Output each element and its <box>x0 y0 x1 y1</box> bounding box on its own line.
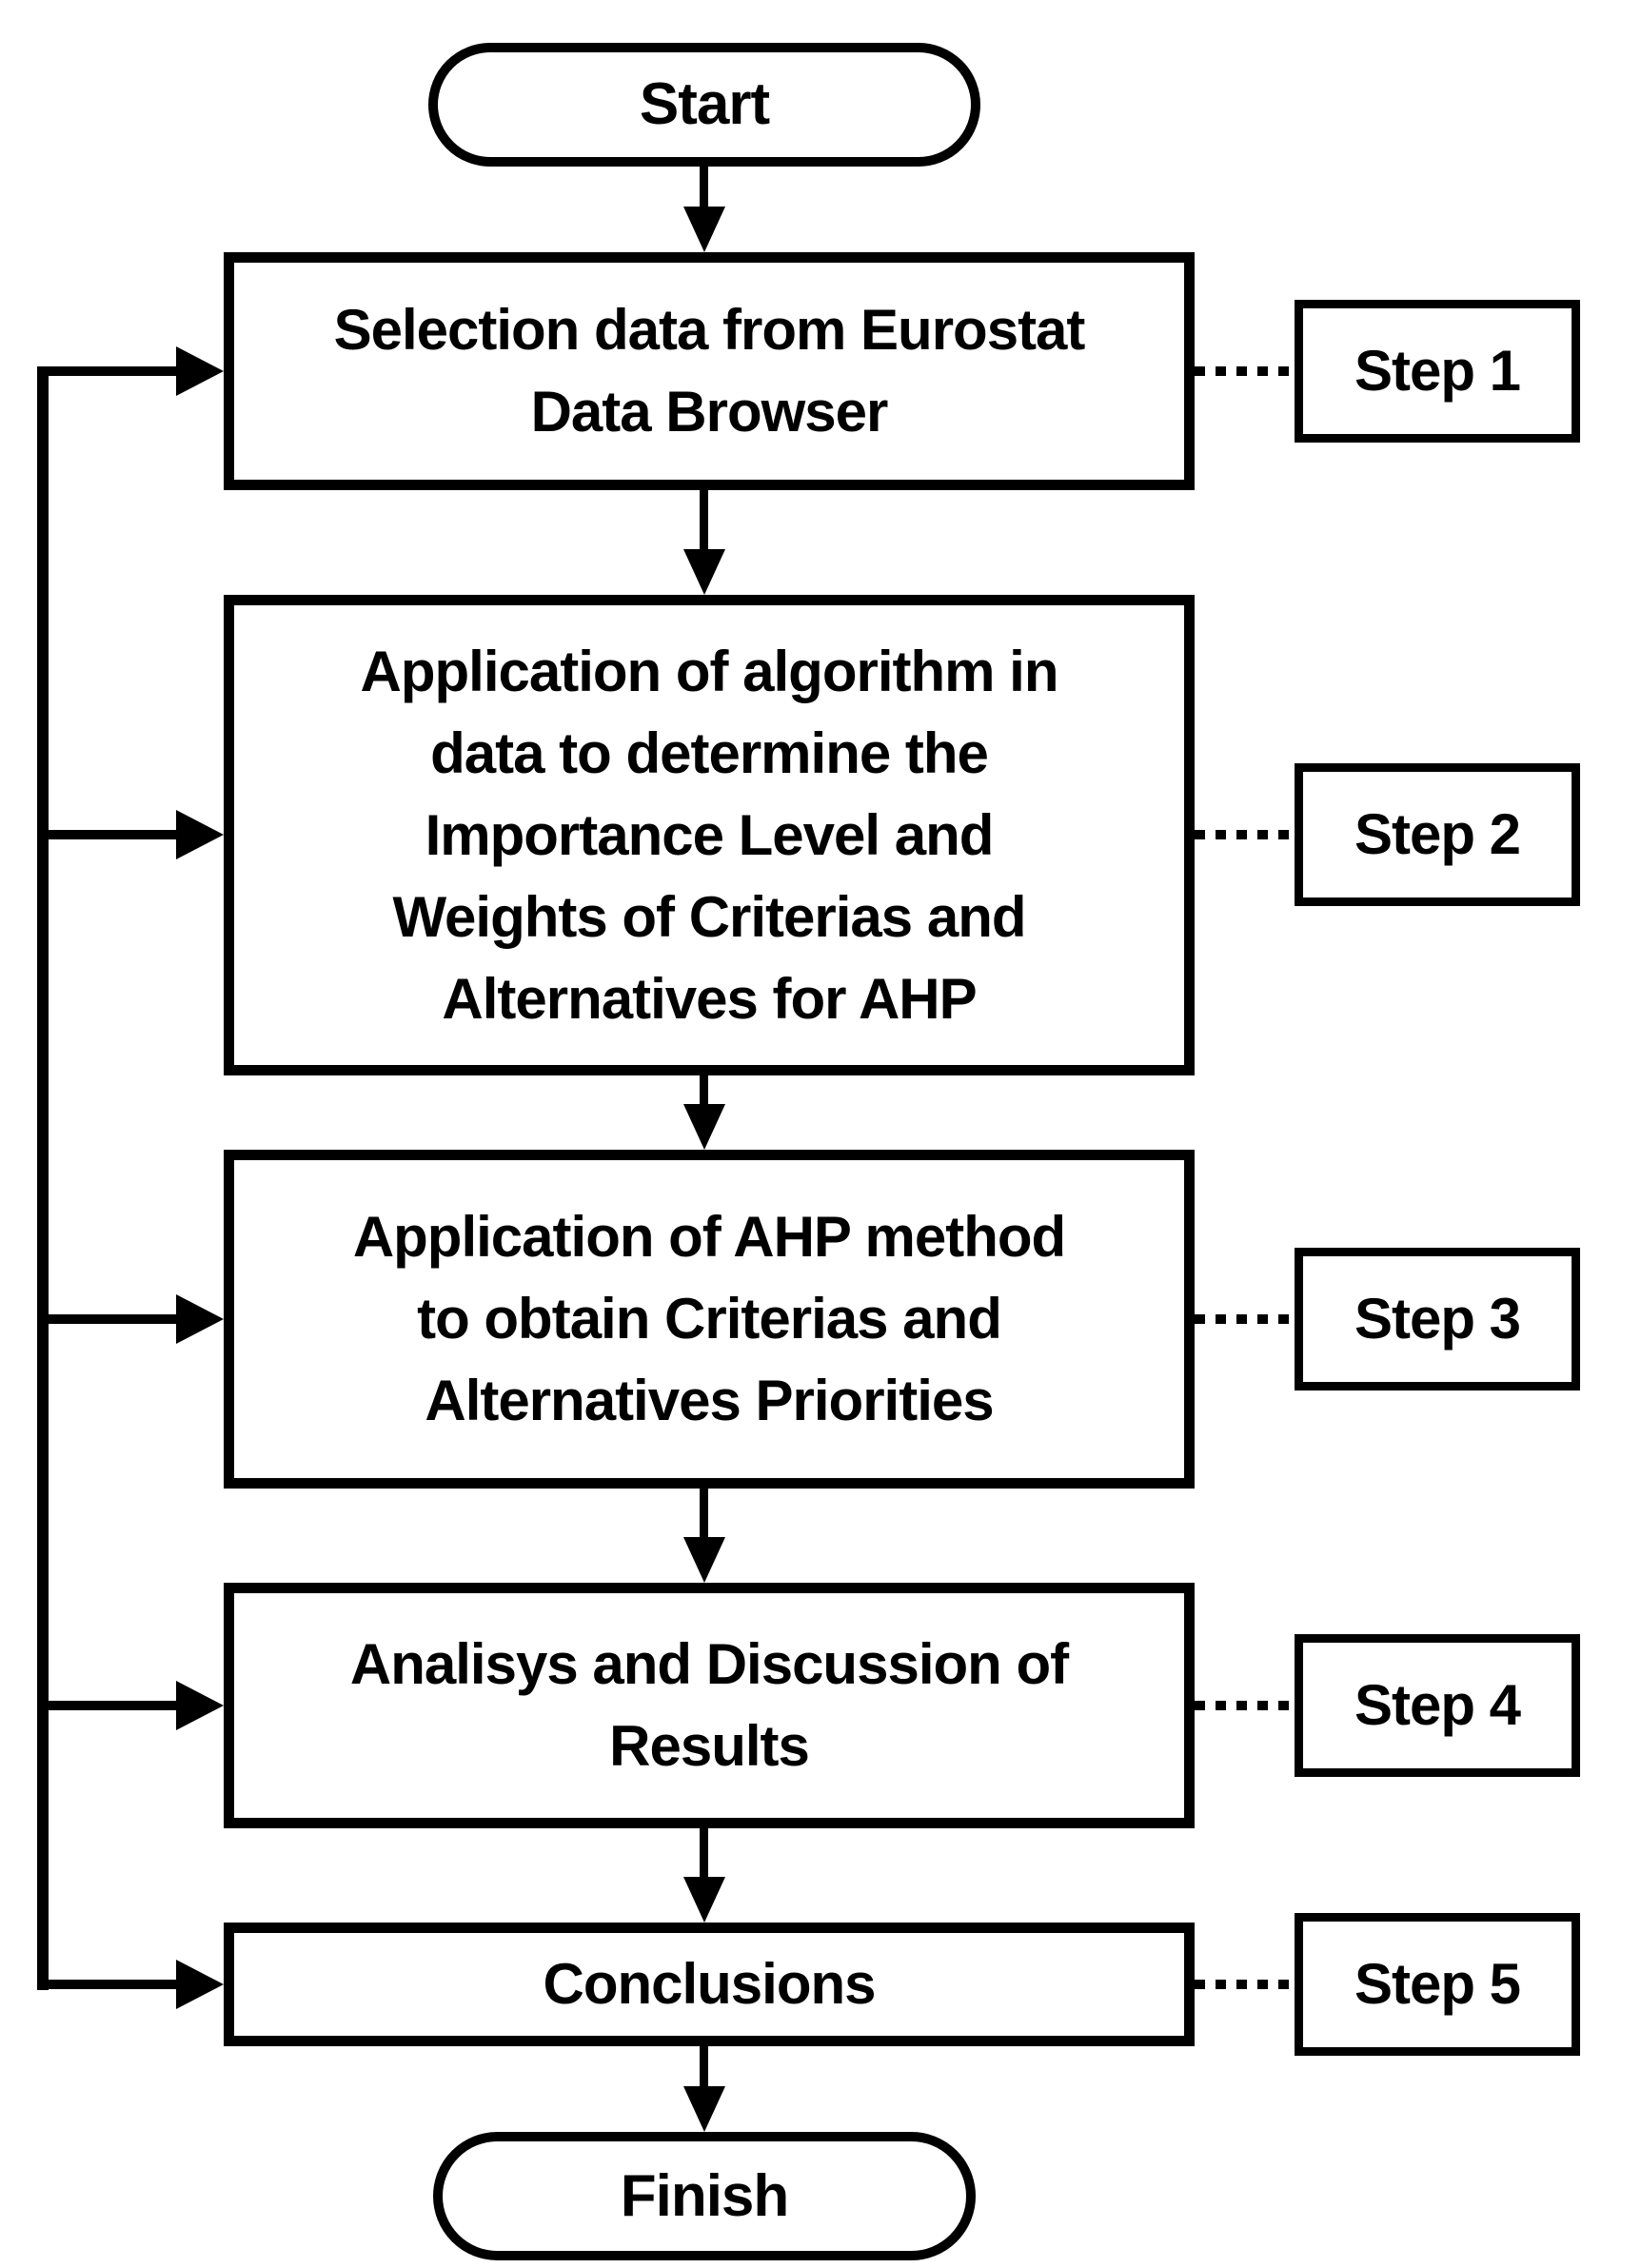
process-label-1: Selection data from Eurostat Data Browse… <box>333 298 1086 444</box>
arrowhead-down-icon <box>683 2086 725 2132</box>
step-label-1: Step 1 <box>1354 339 1521 403</box>
arrowhead-right-icon <box>176 810 224 859</box>
feedback-spine-line <box>37 368 49 1990</box>
arrowhead-down-icon <box>683 1104 725 1150</box>
arrowhead-right-icon <box>176 1681 224 1730</box>
arrow-shaft <box>37 1701 178 1710</box>
process-label-3: Application of AHP method to obtain Crit… <box>352 1205 1066 1432</box>
process-box-5: Conclusions <box>224 1923 1195 2046</box>
process-box-1: Selection data from Eurostat Data Browse… <box>224 252 1195 490</box>
step-label-3: Step 3 <box>1354 1287 1521 1351</box>
branch-arrow-5 <box>37 1960 224 2009</box>
dotted-connector-3 <box>1195 1314 1295 1324</box>
arrowhead-down-icon <box>683 207 725 252</box>
process-label-4: Analisys and Discussion of Results <box>349 1632 1069 1778</box>
start-label: Start <box>639 71 770 137</box>
dotted-connector-4 <box>1195 1701 1295 1710</box>
start-terminator: Start <box>428 43 980 167</box>
process-box-3: Application of AHP method to obtain Crit… <box>224 1150 1195 1489</box>
arrow-shaft <box>700 2046 708 2090</box>
dotted-connector-2 <box>1195 830 1295 839</box>
step-badge-5: Step 5 <box>1295 1913 1580 2056</box>
arrow-shaft <box>700 1075 708 1108</box>
arrowhead-down-icon <box>683 1877 725 1923</box>
step-badge-2: Step 2 <box>1295 763 1580 906</box>
process-label-2: Application of algorithm in data to dete… <box>360 639 1059 1031</box>
arrow-shaft <box>37 1314 178 1324</box>
step-label-4: Step 4 <box>1354 1673 1521 1737</box>
process-box-4: Analisys and Discussion of Results <box>224 1583 1195 1828</box>
flow-arrow-start-to-box1 <box>683 167 725 252</box>
arrow-shaft <box>37 830 178 839</box>
arrowhead-down-icon <box>683 1537 725 1583</box>
arrow-shaft <box>37 366 178 376</box>
step-badge-4: Step 4 <box>1295 1634 1580 1777</box>
branch-arrow-3 <box>37 1294 224 1344</box>
process-label-5: Conclusions <box>543 1952 876 2016</box>
arrow-shaft <box>700 1828 708 1881</box>
arrow-shaft <box>37 1980 178 1989</box>
arrowhead-down-icon <box>683 549 725 595</box>
arrowhead-right-icon <box>176 1960 224 2009</box>
flow-arrow-box1-to-box2 <box>683 490 725 595</box>
arrowhead-right-icon <box>176 1294 224 1344</box>
step-badge-3: Step 3 <box>1295 1248 1580 1390</box>
branch-arrow-1 <box>37 346 224 396</box>
branch-arrow-2 <box>37 810 224 859</box>
branch-arrow-4 <box>37 1681 224 1730</box>
dotted-connector-1 <box>1195 366 1295 376</box>
flow-arrow-box3-to-box4 <box>683 1489 725 1583</box>
arrow-shaft <box>700 490 708 553</box>
flow-arrow-box2-to-box3 <box>683 1075 725 1150</box>
arrowhead-right-icon <box>176 346 224 396</box>
step-label-5: Step 5 <box>1354 1952 1521 2016</box>
arrow-shaft <box>700 1489 708 1541</box>
finish-terminator: Finish <box>433 2132 976 2260</box>
flow-arrow-box5-to-finish <box>683 2046 725 2132</box>
finish-label: Finish <box>620 2162 790 2229</box>
step-label-2: Step 2 <box>1354 802 1521 866</box>
flow-arrow-box4-to-box5 <box>683 1828 725 1923</box>
dotted-connector-5 <box>1195 1980 1295 1989</box>
process-box-2: Application of algorithm in data to dete… <box>224 595 1195 1075</box>
step-badge-1: Step 1 <box>1295 300 1580 443</box>
arrow-shaft <box>700 167 708 210</box>
